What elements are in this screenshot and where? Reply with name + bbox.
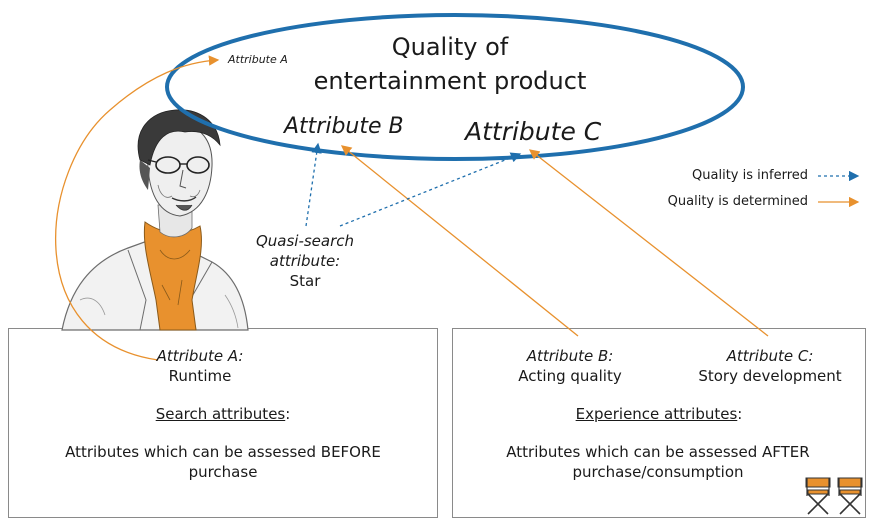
ellipse-attribute-c-label: Attribute C bbox=[465, 117, 602, 146]
quasi-search-line1: Quasi-search bbox=[255, 232, 355, 250]
legend-inferred-label: Quality is inferred bbox=[692, 168, 808, 183]
quality-ellipse bbox=[165, 13, 745, 161]
directors-chairs bbox=[805, 477, 863, 515]
arrow-attribute-b bbox=[340, 145, 579, 337]
experience-attribute-c: Attribute C: Story development bbox=[675, 346, 865, 386]
search-attribute-a: Attribute A: Runtime bbox=[130, 346, 270, 386]
arrow-attribute-a bbox=[55, 55, 220, 361]
search-heading-text: Search attributes bbox=[155, 405, 286, 423]
ellipse-attribute-b-label: Attribute B bbox=[284, 114, 404, 139]
legend-determined-label: Quality is determined bbox=[667, 194, 808, 209]
arrow-star-to-c bbox=[339, 152, 522, 227]
experience-attribute-b-label: Attribute B: bbox=[526, 347, 614, 365]
search-heading-suffix: : bbox=[285, 405, 291, 423]
ellipse-title: Quality of entertainment product bbox=[240, 30, 660, 98]
experience-attribute-b-value: Acting quality bbox=[518, 367, 622, 385]
search-attributes-description: Attributes which can be assessed BEFORE … bbox=[65, 443, 381, 481]
experience-attribute-c-label: Attribute C: bbox=[726, 347, 814, 365]
experience-attributes-description: Attributes which can be assessed AFTER p… bbox=[506, 443, 810, 481]
search-attribute-a-label: Attribute A: bbox=[156, 347, 244, 365]
experience-attributes-box bbox=[452, 328, 866, 518]
arrow-attribute-c bbox=[528, 149, 769, 337]
arrow-star-to-b bbox=[305, 142, 322, 227]
search-attributes-box bbox=[8, 328, 438, 518]
experience-heading-suffix: : bbox=[737, 405, 743, 423]
experience-attribute-b: Attribute B: Acting quality bbox=[495, 346, 645, 386]
ellipse-title-line1: Quality of bbox=[391, 33, 509, 61]
directors-chair-icon bbox=[805, 477, 831, 515]
search-attribute-a-value: Runtime bbox=[168, 367, 232, 385]
quasi-search-line2: attribute: bbox=[269, 252, 341, 270]
experience-attribute-c-value: Story development bbox=[698, 367, 842, 385]
quasi-search-attribute: Quasi-search attribute: Star bbox=[230, 231, 380, 291]
quasi-search-value: Star bbox=[289, 272, 321, 290]
ellipse-attribute-a-label: Attribute A bbox=[228, 53, 288, 66]
experience-attributes-heading: Experience attributes: bbox=[452, 404, 866, 424]
directors-chair-icon bbox=[837, 477, 863, 515]
experience-heading-text: Experience attributes bbox=[575, 405, 738, 423]
search-attributes-heading: Search attributes: bbox=[8, 404, 438, 424]
ellipse-title-line2: entertainment product bbox=[313, 67, 587, 95]
